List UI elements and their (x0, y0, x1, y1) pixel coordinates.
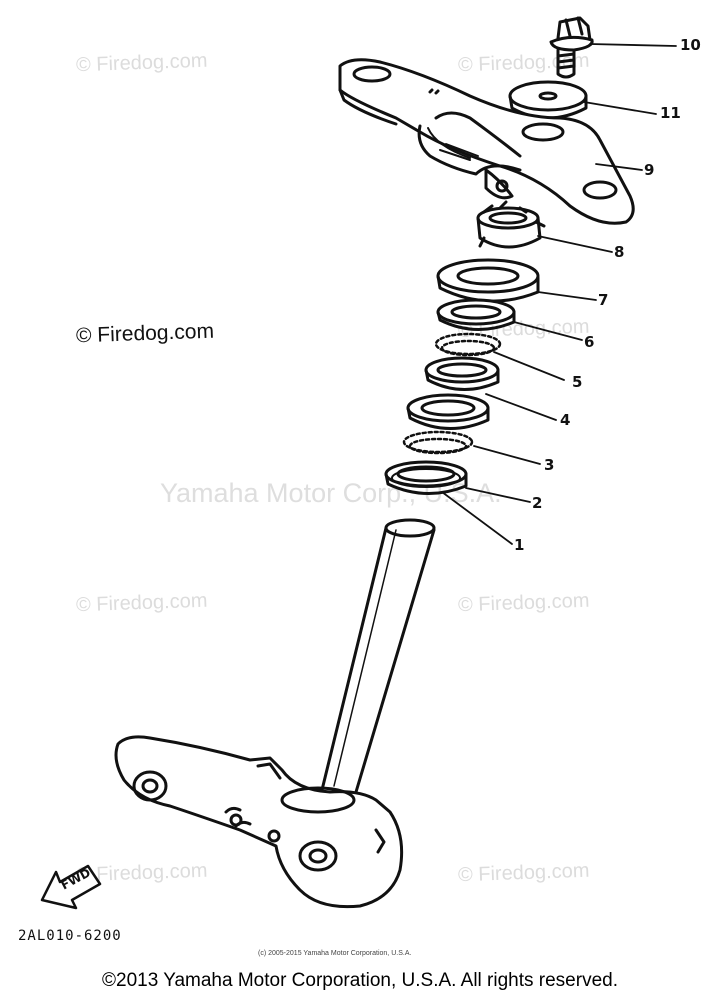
small-credit: (c) 2005-2015 Yamaha Motor Corporation, … (258, 950, 412, 957)
part-3-balls (402, 430, 474, 455)
callout-leaders (441, 43, 677, 545)
part-5-balls (434, 332, 502, 357)
under-bracket (114, 735, 404, 909)
callout-8: 8 (614, 243, 625, 261)
callout-2: 2 (532, 494, 543, 512)
part-4-race-inner (424, 356, 500, 392)
callout-11: 11 (660, 104, 681, 122)
callout-5: 5 (572, 373, 583, 391)
callout-6: 6 (584, 333, 595, 351)
part-4-race-outer (406, 393, 490, 430)
fwd-arrow (40, 864, 102, 910)
steering-stem-tube (320, 518, 436, 794)
copyright-notice: ©2013 Yamaha Motor Corporation, U.S.A. A… (102, 970, 618, 991)
callout-4: 4 (560, 411, 571, 429)
part-2-race-lower (384, 460, 468, 495)
part-7-cover (436, 258, 540, 303)
part-6-race (436, 298, 516, 332)
callout-10: 10 (680, 36, 701, 54)
part-9-upper-bracket (338, 58, 635, 225)
callout-1: 1 (514, 536, 525, 554)
callout-9: 9 (644, 161, 655, 179)
callout-7: 7 (598, 291, 609, 309)
part-code: 2AL010-6200 (18, 928, 122, 944)
part-8-ring-nut (476, 200, 546, 249)
part-10-bolt (549, 16, 594, 79)
callout-3: 3 (544, 456, 555, 474)
